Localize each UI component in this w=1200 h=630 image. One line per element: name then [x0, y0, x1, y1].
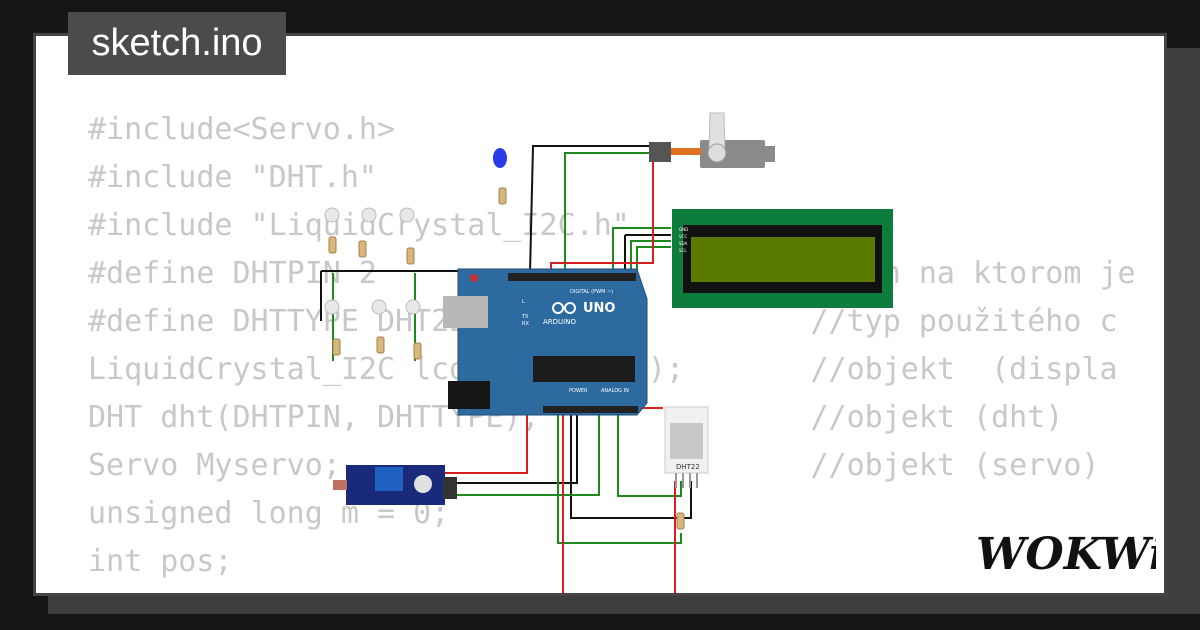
arduino-logo-icon — [552, 302, 576, 314]
board-model-label: UNO — [583, 301, 616, 316]
rx-label: RX — [522, 321, 529, 327]
lcd-pin-sda: SDA — [679, 241, 688, 246]
reset-button[interactable] — [470, 274, 478, 282]
code-line-1: #include<Servo.h> — [88, 112, 396, 147]
tx-label: TX — [521, 314, 529, 320]
code-line-9: unsigned long m = 0; — [88, 496, 450, 531]
lcd-display[interactable]: GND VCC SDA SCL — [672, 209, 893, 308]
lcd-pin-vcc: VCC — [679, 234, 688, 239]
code-line-3: #include "LiquidCrystal_I2C.h" — [88, 208, 630, 243]
atmega-chip — [533, 356, 635, 382]
white-led-icon — [324, 207, 421, 315]
code-line-2: #include "DHT.h" — [88, 160, 377, 195]
lcd-screen — [691, 237, 875, 282]
lcd-pin-scl: SCL — [679, 248, 687, 253]
resistors — [328, 187, 685, 530]
servo-motor[interactable] — [649, 112, 775, 168]
leds — [324, 148, 507, 315]
digital-label: DIGITAL (PWM ~) — [570, 289, 613, 295]
code-line-5: #define DHTTYPE DHT22 //typ použitého c — [88, 304, 1118, 339]
blue-led-icon — [493, 148, 507, 168]
wokwi-logo[interactable]: WOKWi — [972, 521, 1156, 585]
dht22-sensor[interactable]: DHT22 — [664, 406, 709, 488]
sensor-label: DHT22 — [676, 463, 700, 471]
code-line-10: int pos; — [88, 544, 233, 579]
circuit-diagram: UNO ARDUINO DIGITAL (PWM ~) ANALOG IN PO… — [320, 112, 893, 593]
code-line-11: int drive_ang; — [88, 586, 1136, 593]
led-l-label: L — [522, 299, 525, 305]
code-line-8: Servo Myservo; //objekt (servo) — [88, 448, 1100, 483]
servo-horn-icon — [707, 143, 727, 163]
lcd-pin-gnd: GND — [679, 227, 688, 232]
analog-label: ANALOG IN — [601, 388, 629, 394]
digital-header — [508, 273, 636, 281]
power-analog-header — [543, 406, 638, 413]
photoresistor-icon — [333, 480, 347, 490]
project-card[interactable]: #include<Servo.h> #include "DHT.h" #includ… — [33, 33, 1167, 596]
usb-port — [443, 296, 488, 328]
arduino-uno[interactable]: UNO ARDUINO DIGITAL (PWM ~) ANALOG IN PO… — [443, 268, 648, 416]
file-name-tab[interactable]: sketch.ino — [68, 12, 286, 75]
board-brand-label: ARDUINO — [543, 318, 576, 326]
power-jack — [448, 381, 490, 409]
wokwi-logo-text: WOKWi — [976, 529, 1156, 580]
power-label: POWER — [569, 388, 588, 394]
ldr-sensor-module[interactable] — [333, 465, 457, 505]
